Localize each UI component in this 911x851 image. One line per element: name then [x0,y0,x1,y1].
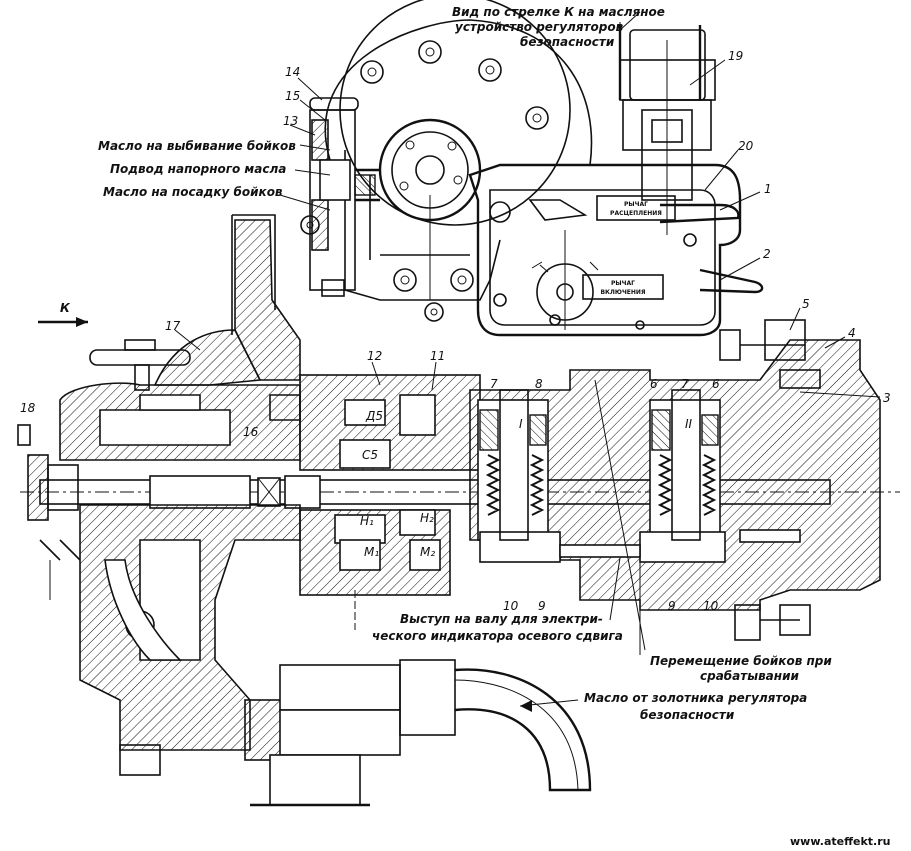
label-oil-knock: Масло на выбивание бойков [98,139,296,153]
lever-housing: РЫЧАГ РАСЦЕПЛЕНИЯ РЫЧАГ ВКЛЮЧЕНИЯ [468,163,764,337]
mark-M1: M₁ [364,545,379,559]
mark-H2: H₂ [420,511,434,525]
part-number-7b: 7 [681,377,689,391]
watermark: www.ateffekt.ru [790,835,890,848]
part-number-10b: 10 [703,599,719,613]
main-section [17,214,900,807]
part-number-17: 17 [165,319,181,333]
inner-marks: I II H₁ H₂ M₁ M₂ Д5 С5 [360,409,693,559]
plate-trip-lever-name: РАСЦЕПЛЕНИЯ [610,210,662,217]
view-title-line-3: безопасности [520,35,615,49]
label-oil-seat: Масло на посадку бойков [103,185,283,199]
valve-block [309,97,380,297]
arrow-k: К [38,301,88,327]
arrow-k-label: К [60,301,71,315]
part-number-15: 15 [285,89,300,103]
part-number-7a: 7 [490,377,498,391]
part-number-12: 12 [367,349,382,363]
part-number-16: 16 [243,425,259,439]
label-shaft-line-1: Выступ на валу для электри- [400,612,603,626]
label-move-line-2: срабатывании [700,669,799,683]
part-number-8: 8 [535,377,543,391]
part-number-9a: 9 [538,599,546,613]
part-number-14: 14 [285,65,300,79]
mark-I: I [519,417,523,431]
label-oil-from-line-1: Масло от золотника регулятора [584,691,807,705]
valve-housing [299,374,481,630]
regulator-cylinder [618,25,716,235]
part-number-19: 19 [728,49,743,63]
part-number-20: 20 [738,139,754,153]
annotations: Вид по стрелке К на масляное устройство … [98,5,890,848]
part-numbers: 1 2 3 4 5 6 6 7 7 8 9 9 10 10 11 12 13 1… [20,49,891,613]
leader-lines [174,11,881,712]
part-number-18: 18 [20,401,36,415]
part-number-1: 1 [764,182,772,196]
label-move-line-1: Перемещение бойков при [650,654,832,668]
part-number-6b: 6 [712,377,720,391]
part-number-11: 11 [430,349,445,363]
label-pressure-oil: Подвод напорного масла [110,162,286,176]
plate-engage-lever-title: РЫЧАГ [611,280,635,287]
part-number-9b: 9 [668,599,676,613]
view-title-line-2: устройство регуляторов [455,20,624,34]
part-number-5: 5 [802,297,810,311]
lower-casting [39,504,592,807]
plate-trip-lever-title: РЫЧАГ [624,201,648,208]
view-title-line-1: Вид по стрелке К на масляное [452,5,665,19]
mark-H1: H₁ [360,514,374,528]
label-shaft-line-2: ческого индикатора осевого сдвига [372,629,623,643]
top-view: РЫЧАГ РАСЦЕПЛЕНИЯ РЫЧАГ ВКЛЮЧЕНИЯ [300,0,764,337]
part-number-3: 3 [883,391,891,405]
plate-engage-lever-name: ВКЛЮЧЕНИЯ [600,289,645,296]
label-oil-from-line-2: безопасности [640,708,735,722]
mark-C5: С5 [362,448,378,462]
left-casting [59,214,301,461]
part-number-2: 2 [763,247,771,261]
part-number-10a: 10 [503,599,519,613]
mark-II: II [685,417,693,431]
mark-D5: Д5 [365,409,383,423]
part-number-4: 4 [848,326,856,340]
mark-M2: M₂ [420,545,435,559]
part-number-6a: 6 [650,377,658,391]
rotor-body [469,319,881,651]
part-number-13: 13 [283,114,298,128]
